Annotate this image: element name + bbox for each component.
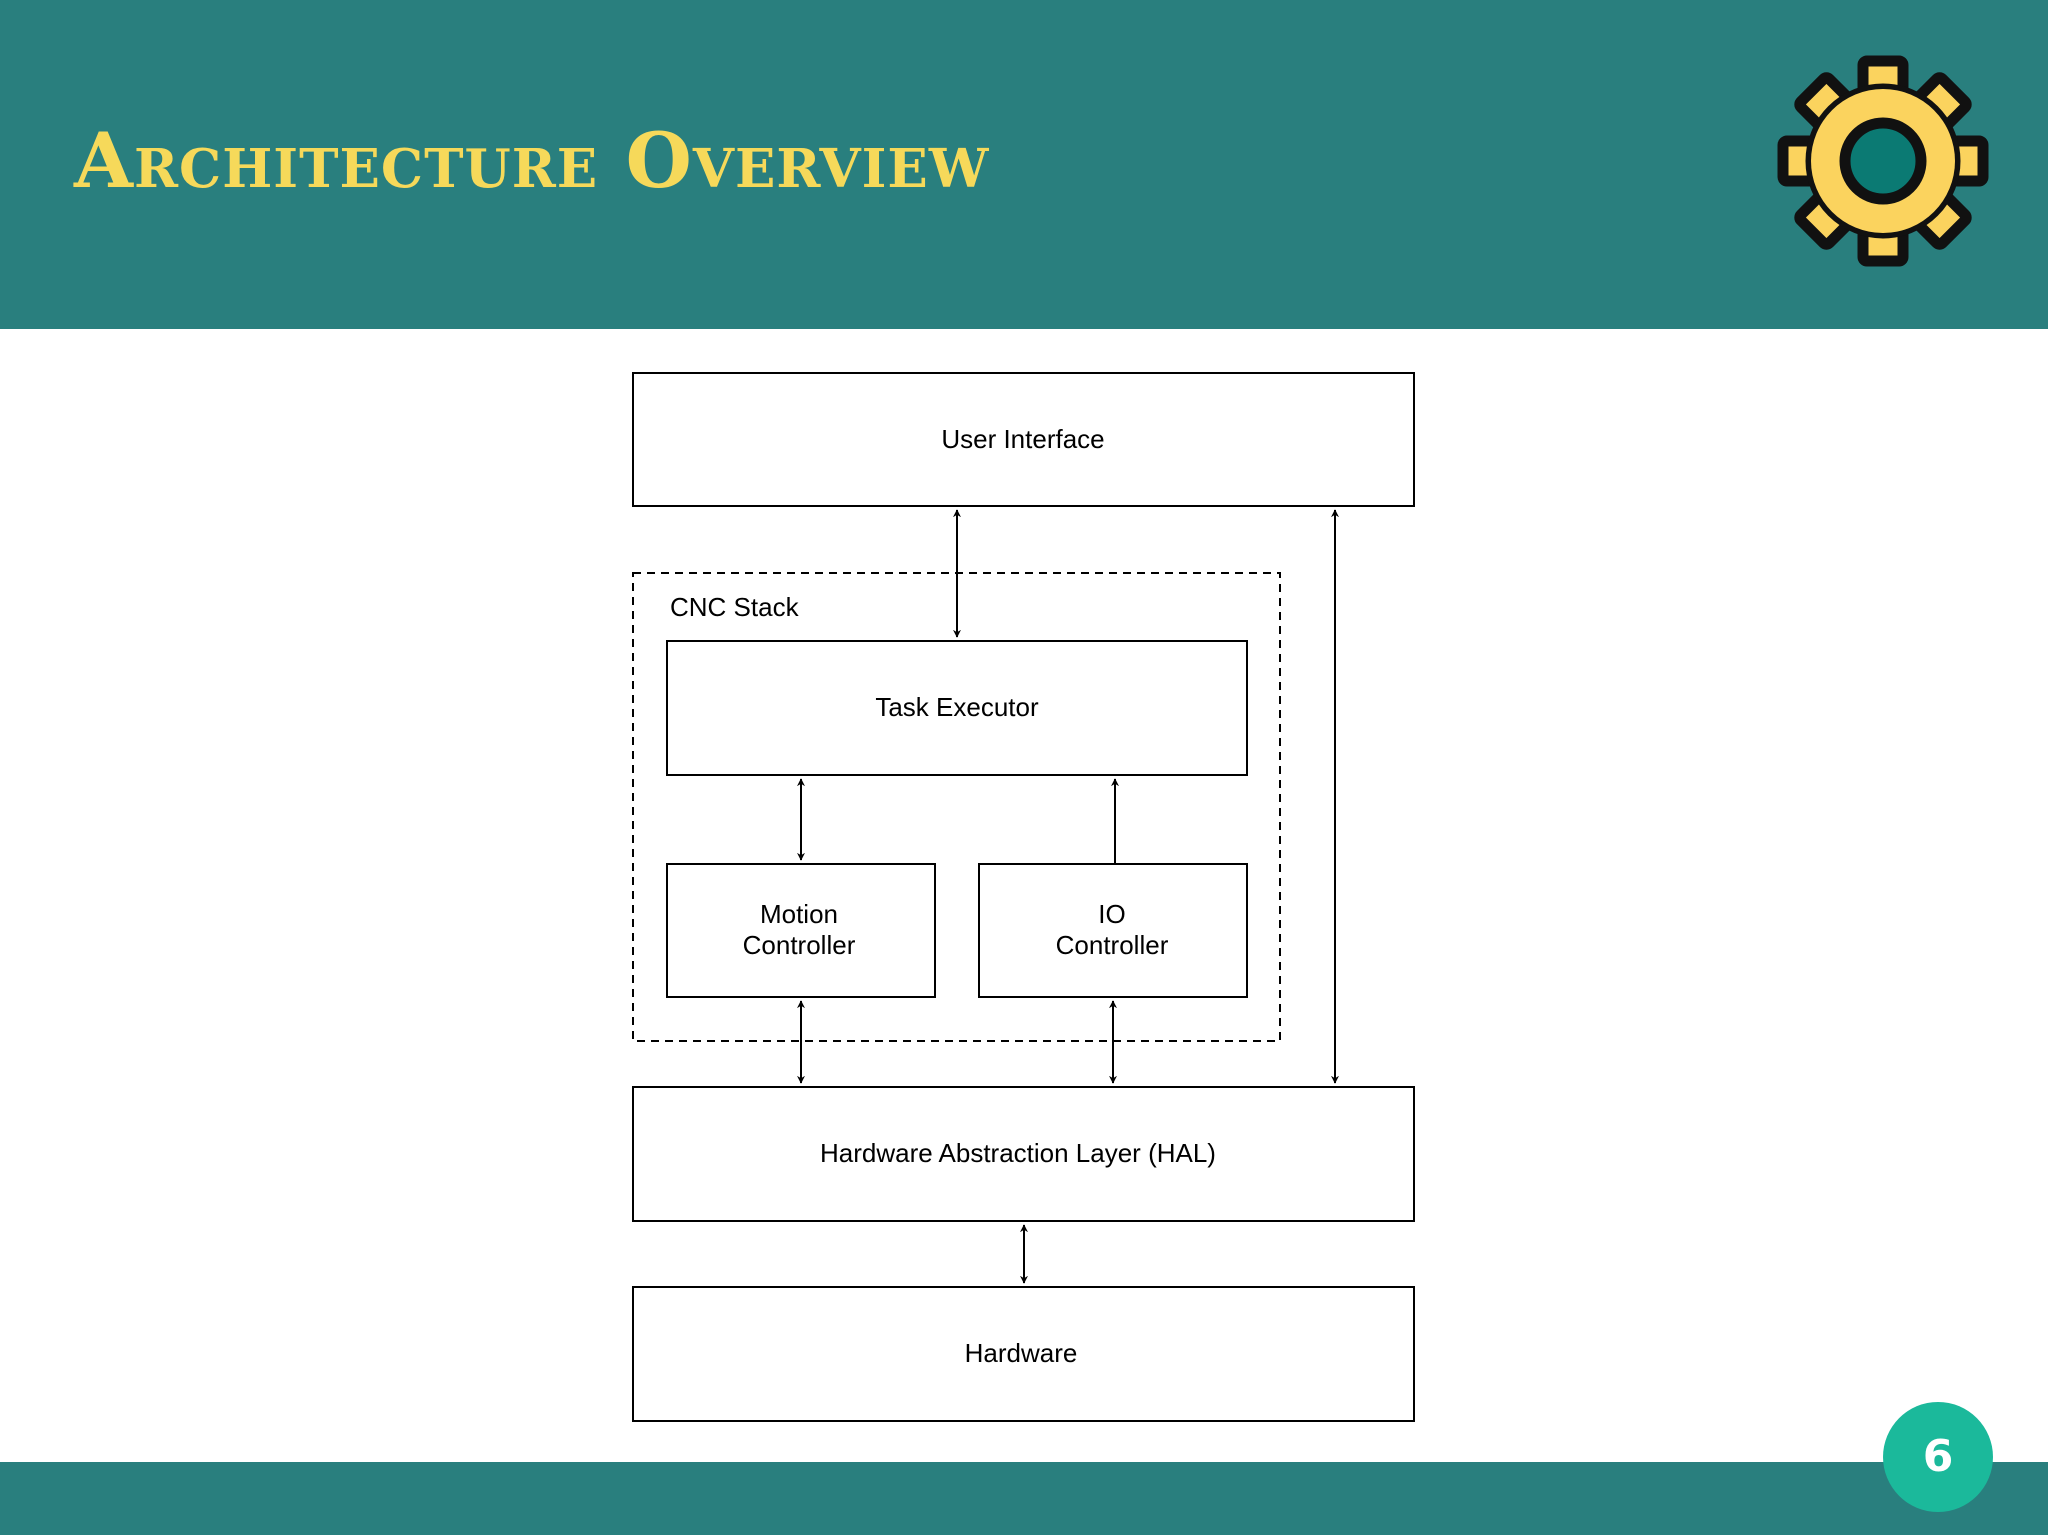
hal-label: Hardware Abstraction Layer (HAL) (820, 1138, 1216, 1168)
io-controller-box (978, 863, 1248, 998)
header-bar (0, 0, 2048, 329)
gear-icon (1776, 54, 1990, 268)
footer-bar (0, 1462, 2048, 1535)
hardware-label: Hardware (965, 1338, 1078, 1368)
user-interface-box (632, 372, 1415, 507)
user-interface-label: User Interface (941, 424, 1104, 454)
motion-controller-label-line1: Motion (760, 899, 838, 929)
io-controller-label-line1: IO (1098, 899, 1125, 929)
motion-controller-box (666, 863, 936, 998)
hal-box (632, 1086, 1415, 1222)
page-number-badge: 6 (1883, 1402, 1993, 1512)
cnc-stack-label: CNC Stack (670, 592, 800, 622)
slide-title: Architecture Overview (74, 116, 990, 205)
motion-controller-label-line2: Controller (743, 930, 856, 960)
task-executor-label: Task Executor (875, 692, 1039, 722)
task-executor-box (666, 640, 1248, 776)
hardware-box (632, 1286, 1415, 1422)
io-controller-label-line2: Controller (1056, 930, 1169, 960)
architecture-diagram: CNC Stack User Interface Task Executor M… (0, 329, 2048, 1462)
